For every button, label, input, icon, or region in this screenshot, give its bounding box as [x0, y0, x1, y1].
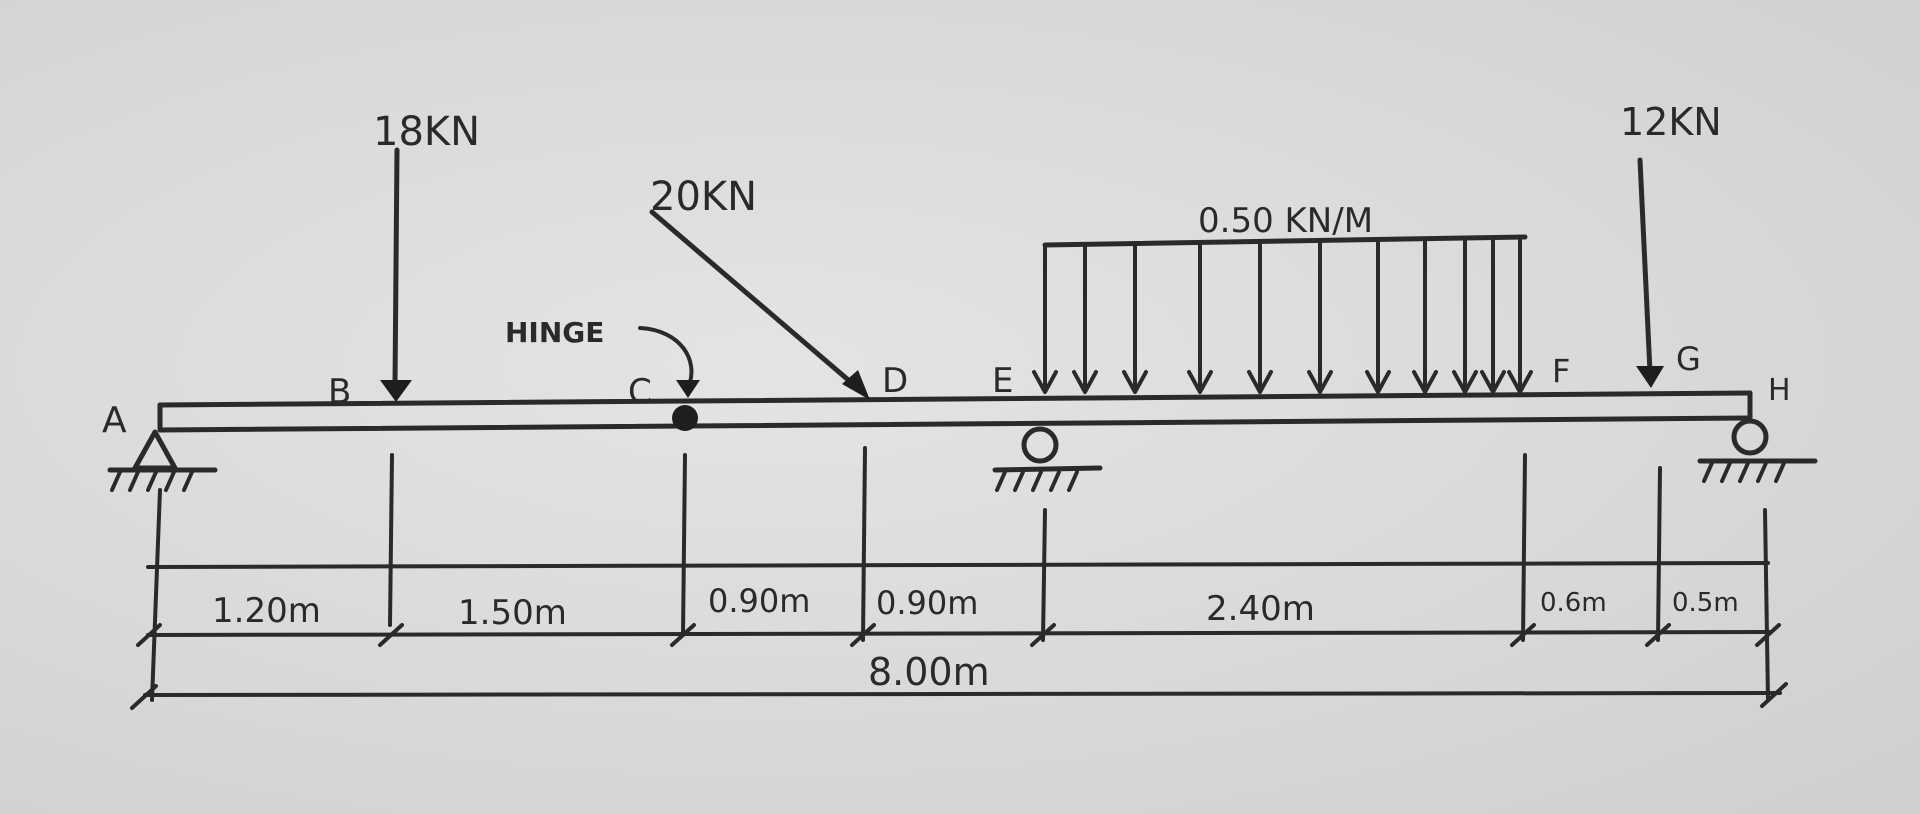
udl-arrow-head — [1452, 370, 1478, 394]
label-point-g: G — [1676, 340, 1701, 378]
udl-arrow-head — [1480, 370, 1506, 394]
udl-arrow-head — [1247, 370, 1273, 394]
load-b-arrow — [380, 147, 412, 402]
roller-support-h — [1697, 418, 1818, 483]
udl-arrow-head — [1122, 370, 1148, 394]
label-point-b: B — [328, 372, 351, 412]
udl-arrow-head — [1032, 370, 1058, 394]
dim-bc: 1.50m — [458, 593, 567, 633]
label-udl: 0.50 KN/M — [1198, 201, 1373, 241]
label-load-g: 12KN — [1620, 100, 1722, 144]
label-point-c: C — [628, 372, 652, 412]
roller-support-e — [992, 426, 1103, 492]
hinge-c — [638, 326, 700, 431]
dim-total: 8.00m — [868, 650, 990, 694]
dim-de: 0.90m — [876, 584, 978, 622]
label-hinge: HINGE — [505, 316, 604, 349]
dimension-ticks — [130, 623, 1788, 710]
udl-arrow-head — [1187, 370, 1213, 394]
udl-arrow-head — [1412, 370, 1438, 394]
pin-support-a — [107, 429, 218, 492]
dim-ab: 1.20m — [212, 591, 321, 631]
label-load-d: 20KN — [650, 174, 757, 220]
udl-e-f — [1032, 234, 1533, 394]
dim-fg: 0.6m — [1540, 588, 1607, 618]
dimension-lines — [143, 561, 1782, 697]
udl-arrow-head — [1365, 370, 1391, 394]
udl-arrow-head — [1072, 370, 1098, 394]
udl-arrow-head — [1507, 370, 1533, 394]
dim-gh: 0.5m — [1672, 588, 1739, 618]
extension-lines — [150, 446, 1770, 702]
label-point-d: D — [882, 361, 908, 401]
label-point-f: F — [1552, 352, 1570, 390]
load-g-arrow — [1636, 157, 1664, 388]
dim-ef: 2.40m — [1206, 589, 1315, 629]
label-load-b: 18KN — [373, 109, 480, 155]
beam — [157, 390, 1753, 433]
label-point-h: H — [1768, 373, 1791, 408]
udl-arrows — [1032, 235, 1533, 394]
dim-cd: 0.90m — [708, 582, 810, 620]
load-d-arrow — [649, 209, 870, 400]
label-point-a: A — [102, 400, 127, 441]
label-point-e: E — [992, 361, 1013, 401]
udl-arrow-head — [1307, 370, 1333, 394]
